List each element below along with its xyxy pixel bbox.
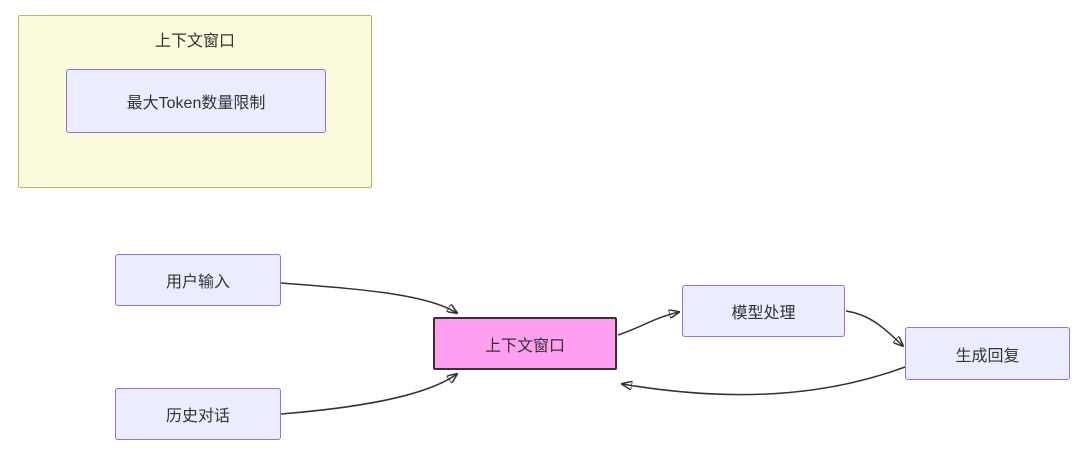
- node-history-dialog: 历史对话: [115, 388, 281, 440]
- node-label: 生成回复: [955, 347, 1020, 365]
- node-max-token-limit: 最大Token数量限制: [66, 69, 326, 133]
- node-label: 最大Token数量限制: [126, 95, 266, 112]
- node-generate-reply: 生成回复: [905, 327, 1070, 380]
- edge-history-dialog-to-context-window: [280, 374, 457, 415]
- edge-model-process-to-generate-reply: [845, 310, 903, 346]
- node-label: 上下文窗口: [484, 337, 565, 355]
- node-model-process: 模型处理: [682, 285, 845, 337]
- node-user-input: 用户输入: [115, 254, 281, 306]
- edge-generate-reply-to-context-window: [622, 366, 906, 396]
- node-context-window: 上下文窗口: [433, 317, 617, 370]
- cluster-title: 上下文窗口: [154, 33, 235, 50]
- edge-context-window-to-model-process: [617, 312, 679, 336]
- edge-user-input-to-context-window: [280, 282, 457, 313]
- node-label: 用户输入: [165, 274, 230, 291]
- node-label: 模型处理: [731, 305, 796, 322]
- cluster-context-window: 上下文窗口 最大Token数量限制: [18, 15, 372, 188]
- node-label: 历史对话: [165, 408, 230, 425]
